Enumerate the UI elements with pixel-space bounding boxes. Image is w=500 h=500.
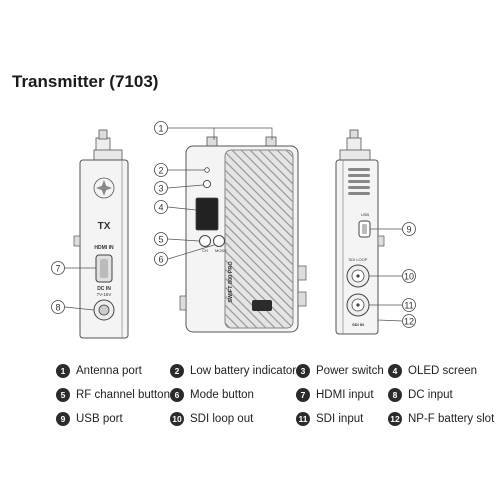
power-switch[interactable] (202, 179, 212, 189)
fan-icon (93, 177, 115, 199)
svg-text:9: 9 (406, 225, 411, 235)
svg-text:3: 3 (158, 184, 163, 194)
svg-text:12: 12 (404, 317, 414, 327)
svg-text:11: 11 (404, 301, 413, 311)
leader-lines (64, 127, 403, 322)
callout-6: 6 (154, 252, 168, 266)
callout-3: 3 (154, 181, 168, 195)
sdi-in-label: SDI IN (352, 322, 364, 327)
callout-9: 9 (402, 222, 416, 236)
vent-slot (348, 168, 370, 171)
vent-slot (348, 180, 370, 183)
ch-label: CH (202, 248, 208, 253)
front-view: SWIFT 800 PRO CH MODE (179, 136, 307, 333)
mode-button[interactable] (213, 235, 225, 247)
callout-4: 4 (154, 200, 168, 214)
mode-label: MODE (215, 248, 227, 253)
oled-screen (195, 197, 219, 231)
callout-11: 11 (402, 298, 416, 312)
vent-slot (348, 192, 370, 195)
vent-grille (348, 168, 370, 195)
callout-1: 1 (154, 121, 168, 135)
svg-text:8: 8 (55, 303, 60, 313)
svg-text:10: 10 (404, 272, 414, 282)
usb-label: USB (361, 212, 370, 217)
brand-vertical: SWIFT 800 PRO (228, 261, 234, 303)
callout-10: 10 (402, 269, 416, 283)
left-side-view: TX HDMI IN DC IN 7V-16V (73, 129, 129, 339)
svg-text:2: 2 (158, 166, 163, 176)
dc-label: DC IN (97, 286, 111, 292)
page-title: Transmitter (7103) (12, 72, 159, 91)
callout-8: 8 (51, 300, 65, 314)
right-side-view: USB SDI LOOP SDI IN (335, 129, 385, 335)
callout-7: 7 (51, 261, 65, 275)
vent-slot (348, 186, 370, 189)
tx-mark: TX (98, 221, 111, 232)
callout-5: 5 (154, 232, 168, 246)
brand-logo (252, 300, 272, 311)
svg-text:4: 4 (158, 203, 163, 213)
svg-text:6: 6 (158, 255, 163, 265)
svg-text:1: 1 (158, 124, 163, 134)
svg-text:5: 5 (158, 235, 163, 245)
hdmi-label: HDMI IN (94, 245, 114, 251)
vent-slot (348, 174, 370, 177)
ch-button[interactable] (199, 235, 211, 247)
callout-2: 2 (154, 163, 168, 177)
svg-text:7: 7 (55, 264, 60, 274)
dc-voltage: 7V-16V (97, 292, 112, 297)
sdi-loop-label: SDI LOOP (349, 257, 368, 262)
callout-12: 12 (402, 314, 416, 328)
